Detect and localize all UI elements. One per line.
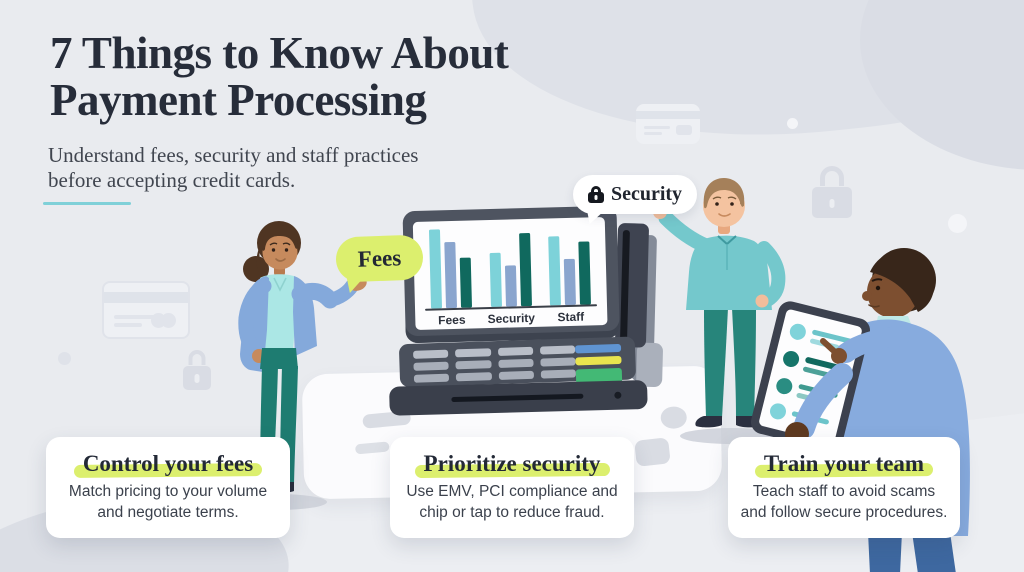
bar-chart: Fees Security Staff xyxy=(413,217,608,330)
keypad-key xyxy=(455,360,492,370)
card-train-your-team: Train your team Teach staff to avoid sca… xyxy=(728,437,960,538)
keypad-key-yellow xyxy=(575,355,622,366)
power-dot xyxy=(614,391,622,399)
chart-groups: Fees Security Staff xyxy=(428,225,591,327)
highlighted-title: Prioritize security xyxy=(423,451,601,477)
keypad-key xyxy=(498,370,534,380)
bar-light-teal xyxy=(548,236,561,306)
bar-dark-teal xyxy=(518,232,532,307)
bar-group: Staff xyxy=(548,225,591,324)
keypad-key xyxy=(539,345,576,355)
keypad-key xyxy=(456,372,492,382)
keypad-key xyxy=(540,357,576,367)
bar-slate-blue xyxy=(444,242,458,309)
background-dot xyxy=(58,352,71,365)
keypad-key xyxy=(497,346,533,356)
keypad-key xyxy=(413,373,450,383)
bar-group: Fees xyxy=(428,229,473,327)
bar-category-label: Staff xyxy=(557,309,585,325)
bar-dark-teal xyxy=(578,241,591,305)
bar-category-label: Security xyxy=(487,310,536,327)
security-label: Security xyxy=(610,183,683,205)
page-subtitle: Understand fees, security and staff prac… xyxy=(48,143,419,192)
card-prioritize-security: Prioritize security Use EMV, PCI complia… xyxy=(390,437,634,538)
card-control-fees: Control your fees Match pricing to your … xyxy=(46,437,290,538)
accent-underline xyxy=(43,202,131,205)
pointing-man-illustration xyxy=(642,178,786,444)
keypad-key xyxy=(540,369,577,379)
bar-slate-blue xyxy=(563,258,576,306)
background-dot xyxy=(787,118,798,129)
keypad-keys xyxy=(413,345,577,383)
keypad-key xyxy=(413,361,449,371)
card-body: Use EMV, PCI compliance and chip or tap … xyxy=(406,483,618,521)
terminal-screen: Fees Security Staff xyxy=(412,217,608,331)
keypad-key xyxy=(455,348,491,358)
card-body: Match pricing to your volume and negotia… xyxy=(68,483,268,521)
woman-illustration xyxy=(227,221,367,510)
background-dot xyxy=(948,214,967,233)
faded-credit-card-icon xyxy=(636,104,700,144)
highlighted-title: Control your fees xyxy=(82,451,254,477)
highlighted-title: Train your team xyxy=(763,451,925,477)
terminal-keypad xyxy=(398,336,637,388)
bar-slate-blue xyxy=(504,265,517,307)
bar-group: Security xyxy=(487,227,535,326)
bar-light-teal xyxy=(428,229,443,309)
keypad-key xyxy=(413,349,449,359)
keypad-key-blue xyxy=(574,343,622,354)
card-title: Train your team xyxy=(762,452,926,475)
card-title: Prioritize security xyxy=(422,452,603,475)
faded-credit-card-icon xyxy=(102,281,190,339)
bar-light-teal xyxy=(489,253,502,308)
security-tag: Security xyxy=(573,175,697,224)
bar-category-label: Fees xyxy=(437,312,466,328)
faded-lock-icon xyxy=(183,350,211,390)
bar-dark-teal xyxy=(459,257,473,308)
fees-speech-bubble: Fees xyxy=(335,234,424,282)
background-blob xyxy=(860,0,1024,170)
receipt-slot xyxy=(451,393,584,403)
tablet xyxy=(750,301,870,451)
card-title: Control your fees xyxy=(81,452,255,475)
lock-icon xyxy=(587,186,604,203)
fees-label: Fees xyxy=(357,244,402,272)
keypad-key xyxy=(497,358,534,368)
card-body: Teach staff to avoid scams and follow se… xyxy=(740,483,948,521)
faded-lock-icon xyxy=(812,166,852,218)
